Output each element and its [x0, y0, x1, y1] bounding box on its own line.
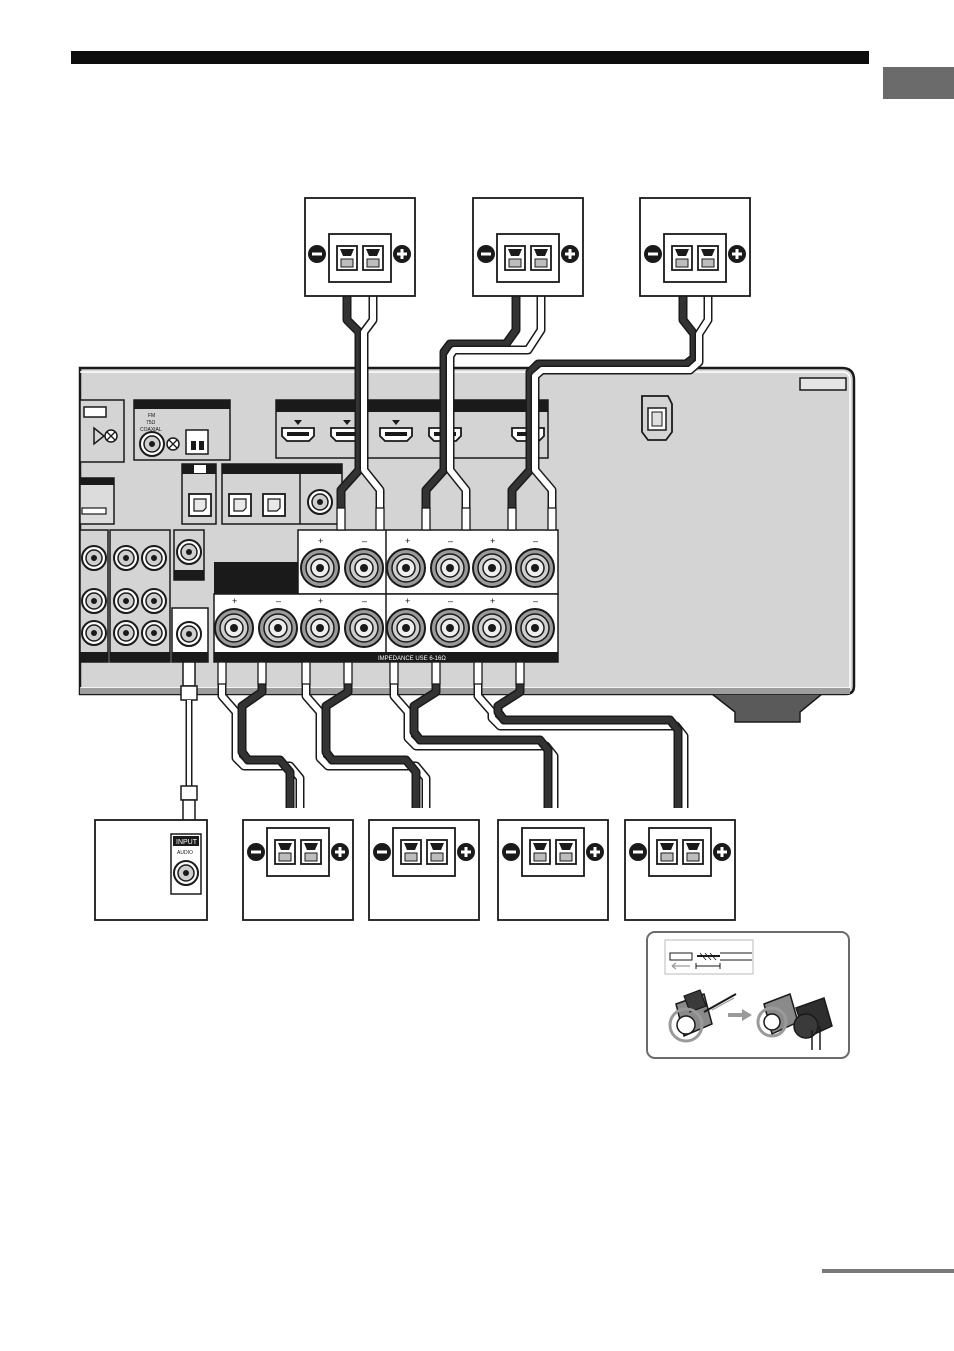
binding-post-icon[interactable] — [516, 549, 554, 587]
power-inlet — [642, 396, 672, 440]
subwoofer-cable — [181, 662, 197, 834]
speaker-cables-lower — [222, 680, 684, 808]
binding-post-icon[interactable] — [431, 609, 469, 647]
binding-post-icon[interactable] — [301, 609, 339, 647]
binding-post-icon[interactable] — [259, 609, 297, 647]
binding-post-icon[interactable] — [345, 549, 383, 587]
digital-audio-section — [182, 464, 342, 524]
terminal-plus-label: + — [405, 596, 410, 606]
binding-post-icon[interactable] — [387, 609, 425, 647]
speaker-box-lower-2 — [369, 820, 479, 920]
wire-connection-inset — [647, 932, 849, 1058]
terminal-minus-label: – — [362, 536, 367, 546]
speaker-box-upper-center — [473, 198, 583, 296]
speaker-minus-icon — [308, 245, 326, 263]
terminal-plus-label: + — [318, 596, 323, 606]
speaker-minus-icon — [629, 843, 647, 861]
subwoofer-input-label: INPUT — [176, 839, 198, 846]
binding-post-icon[interactable] — [215, 609, 253, 647]
terminal-plus-label: + — [490, 536, 495, 546]
speaker-box-lower-3 — [498, 820, 608, 920]
rca-jack-icon[interactable] — [114, 589, 138, 613]
antenna-fm-label: FM — [148, 413, 155, 419]
rca-jack-icon[interactable] — [142, 589, 166, 613]
binding-post-icon[interactable] — [387, 549, 425, 587]
speaker-box-upper-left — [305, 198, 415, 296]
rca-jack-icon[interactable] — [114, 621, 138, 645]
speaker-box-lower-4 — [625, 820, 735, 920]
antenna-section: FM 75Ω COAXIAL — [134, 400, 230, 460]
speaker-plus-icon — [331, 843, 349, 861]
binding-post-icon[interactable] — [431, 549, 469, 587]
subwoofer-out-jack[interactable] — [177, 622, 201, 646]
subwoofer-input-jack[interactable] — [174, 861, 198, 885]
terminal-plus-label: + — [405, 536, 410, 546]
optical-port-icon[interactable] — [263, 494, 285, 516]
rca-jack-icon[interactable] — [142, 546, 166, 570]
speaker-minus-icon — [644, 245, 662, 263]
terminal-plus-label: + — [318, 536, 323, 546]
terminal-plus-label: + — [490, 596, 495, 606]
binding-post-icon[interactable] — [473, 549, 511, 587]
am-antenna-terminal[interactable] — [186, 430, 208, 454]
hdmi-port-icon[interactable] — [380, 428, 412, 441]
speaker-plus-icon — [586, 843, 604, 861]
fm-antenna-jack[interactable] — [140, 432, 164, 456]
rca-jack-icon[interactable] — [82, 546, 106, 570]
optical-port-icon[interactable] — [189, 494, 211, 516]
impedance-label: IMPEDANCE USE 6-16Ω — [378, 656, 446, 662]
speaker-minus-icon — [373, 843, 391, 861]
rca-jack-icon[interactable] — [142, 621, 166, 645]
speaker-plus-icon — [457, 843, 475, 861]
terminal-minus-label: – — [276, 596, 281, 606]
antenna-ohm-label: 75Ω — [146, 420, 156, 426]
speaker-plus-icon — [561, 245, 579, 263]
subwoofer-audio-label: AUDIO — [177, 850, 193, 856]
terminal-minus-label: – — [533, 536, 538, 546]
speaker-plus-icon — [713, 843, 731, 861]
subwoofer-box: INPUT AUDIO — [95, 820, 207, 920]
terminal-minus-label: – — [448, 596, 453, 606]
speaker-plus-icon — [728, 245, 746, 263]
rca-jack-icon[interactable] — [82, 589, 106, 613]
speaker-minus-icon — [477, 245, 495, 263]
rca-jack-icon[interactable] — [114, 546, 138, 570]
speaker-minus-icon — [247, 843, 265, 861]
binding-post-icon[interactable] — [301, 549, 339, 587]
terminal-minus-label: – — [362, 596, 367, 606]
speaker-box-upper-right — [640, 198, 750, 296]
hdmi-section — [276, 400, 548, 458]
terminal-plus-label: + — [232, 596, 237, 606]
speaker-box-lower-1 — [243, 820, 353, 920]
rca-jack-icon[interactable] — [177, 540, 201, 564]
speaker-plus-icon — [393, 245, 411, 263]
binding-post-icon[interactable] — [473, 609, 511, 647]
binding-post-icon[interactable] — [345, 609, 383, 647]
binding-post-icon[interactable] — [516, 609, 554, 647]
terminal-minus-label: – — [448, 536, 453, 546]
terminal-minus-label: – — [533, 596, 538, 606]
hdmi-port-icon[interactable] — [282, 428, 314, 441]
rca-jack-icon[interactable] — [82, 621, 106, 645]
coaxial-jack[interactable] — [308, 490, 332, 514]
speaker-minus-icon — [502, 843, 520, 861]
optical-port-icon[interactable] — [229, 494, 251, 516]
